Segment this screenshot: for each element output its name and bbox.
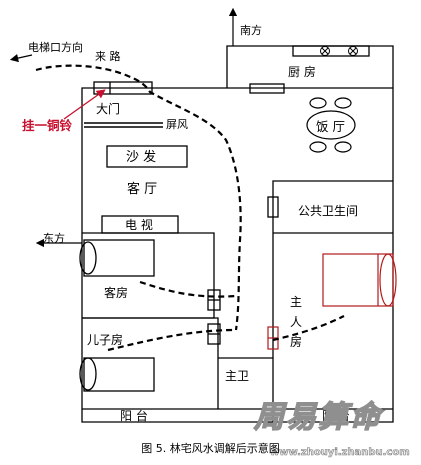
son-pillow	[79, 357, 97, 391]
son-room-wall	[82, 317, 219, 409]
bathroom-door	[267, 196, 279, 218]
east-label: 东方	[43, 231, 65, 245]
south-label: 南方	[240, 23, 262, 37]
sofa-label: 沙 发	[126, 149, 156, 165]
sofa	[106, 145, 188, 168]
son-path	[107, 328, 237, 352]
main-door	[93, 81, 153, 95]
son-bed	[83, 357, 155, 392]
watermark-logo: 周易算命	[253, 399, 382, 435]
main-door-label: 大门	[96, 101, 120, 116]
dining-table	[306, 97, 356, 153]
guest-pillow	[79, 241, 97, 275]
kitchen-door	[249, 83, 285, 94]
balcony-right-label: 阳 台	[322, 408, 350, 423]
master-bedroom-char-1: 主	[290, 295, 302, 309]
tv-label: 电 视	[125, 217, 153, 232]
elevator-direction-label: 电梯口方向	[28, 40, 83, 54]
outer-wall	[81, 45, 394, 423]
screen-label: 屏风	[166, 118, 188, 131]
living-room-label: 客 厅	[127, 181, 157, 197]
bell-callout-label: 挂一铜铃	[22, 118, 73, 133]
window-x-marks	[320, 46, 358, 56]
public-bathroom-wall	[272, 180, 393, 233]
incoming-path	[35, 64, 242, 331]
guest-room-label: 客房	[104, 285, 128, 300]
master-bed	[322, 253, 394, 307]
watermark-url: www.zhouyi.zhanbu.com	[270, 447, 410, 459]
master-bedroom-char-3: 房	[290, 334, 302, 349]
master-pillow	[379, 253, 397, 307]
guest-path	[139, 280, 237, 298]
guest-bed	[83, 239, 155, 277]
master-bedroom-label: 主 人 房	[290, 295, 306, 349]
master-bedroom-char-2: 人	[290, 315, 302, 329]
master-bath-label: 主卫	[225, 369, 249, 383]
public-bathroom-label: 公共卫生间	[298, 204, 358, 218]
master-path	[272, 315, 345, 342]
balcony-left-label: 阳 台	[120, 408, 148, 423]
bell-arrow	[63, 89, 106, 120]
elevator-arrow	[9, 53, 33, 63]
incoming-path-label: 来 路	[95, 50, 121, 63]
son-room-label: 儿子房	[87, 332, 123, 347]
figure-caption: 图 5. 林宅风水调解后示意图	[141, 442, 280, 455]
dining-label: 饭 厅	[316, 119, 345, 134]
kitchen-window	[292, 45, 370, 57]
kitchen-label: 厨 房	[288, 64, 316, 79]
